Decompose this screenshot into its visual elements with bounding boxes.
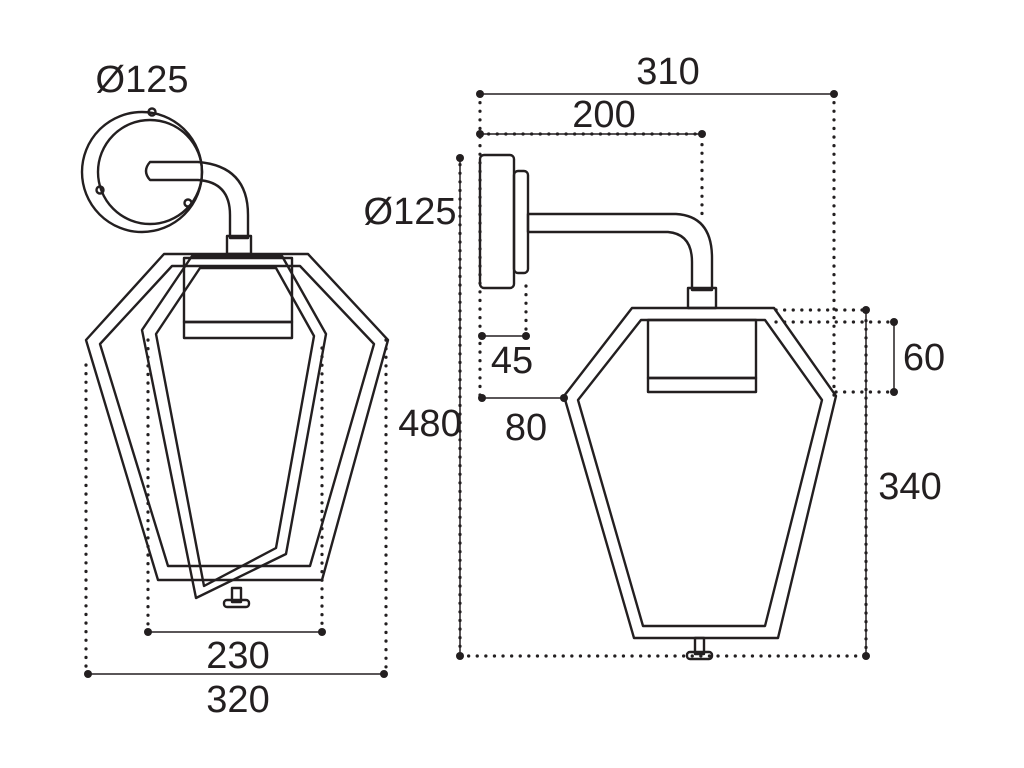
side-overall-height-label: 480 xyxy=(398,403,461,445)
front-inner-width-label: 230 xyxy=(206,635,269,677)
side-dim-line-310 xyxy=(476,90,838,98)
side-cap-height-label: 60 xyxy=(903,337,945,379)
front-arm xyxy=(144,160,250,240)
front-finial xyxy=(222,586,251,609)
front-outer-cage xyxy=(84,252,390,582)
side-body-height-label: 340 xyxy=(878,466,941,508)
side-base-depth-label: 45 xyxy=(491,340,533,382)
side-dim-line-340 xyxy=(862,306,870,660)
side-dim-line-200 xyxy=(476,130,706,138)
side-finial xyxy=(685,636,714,661)
side-base-offset-label: 80 xyxy=(505,407,547,449)
side-dim-line-80 xyxy=(478,394,568,402)
front-wall-plate xyxy=(80,107,204,234)
front-base-diameter-label: Ø125 xyxy=(96,59,189,101)
side-projection-label: 310 xyxy=(636,51,699,93)
front-dim-line-320 xyxy=(84,670,388,678)
side-arm xyxy=(526,212,714,292)
side-base-diameter-label: Ø125 xyxy=(364,191,457,233)
front-inner-cage xyxy=(140,254,328,600)
front-view: Ø125 230 320 xyxy=(80,59,390,721)
side-wall-plate xyxy=(478,153,530,290)
side-dim-line-45 xyxy=(478,332,530,340)
front-dim-line-230 xyxy=(144,628,326,636)
side-cage xyxy=(562,306,838,640)
side-view: 310 200 Ø125 45 80 480 60 340 xyxy=(364,51,945,661)
side-dim-line-60 xyxy=(890,318,898,396)
front-outer-width-label: 320 xyxy=(206,679,269,721)
side-lamp-holder xyxy=(646,318,758,394)
side-dim-line-480 xyxy=(456,154,464,660)
side-arm-reach-label: 200 xyxy=(572,94,635,136)
